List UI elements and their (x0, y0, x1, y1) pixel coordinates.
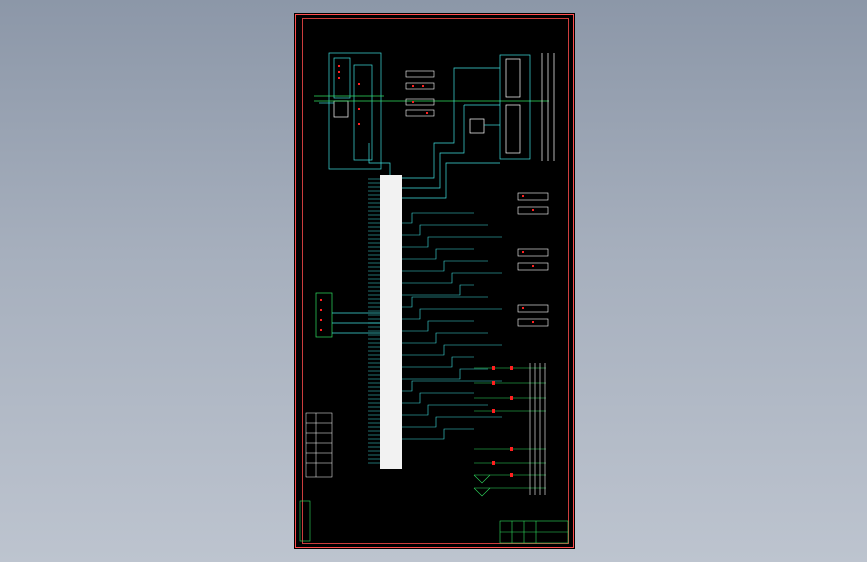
feeder-cable (402, 380, 502, 392)
feeder-cable (402, 368, 488, 380)
terminal-block-rows (368, 178, 380, 464)
schematic-drawing (295, 14, 574, 548)
legend-table (305, 412, 333, 478)
feeder-cable (402, 392, 474, 404)
feeder-cable (402, 236, 502, 248)
feeder-cable (402, 308, 502, 320)
feeder-cable (402, 260, 488, 272)
feeder-cable (402, 272, 502, 284)
top-left-relay-panel (314, 52, 384, 170)
motor-symbols (473, 474, 491, 497)
feeder-cable (402, 332, 488, 344)
output-module-group-1 (517, 192, 549, 215)
upper-cables (368, 67, 500, 199)
feeder-cable (402, 296, 488, 308)
output-module-group-2 (517, 248, 549, 271)
feeder-cable (402, 212, 474, 224)
feeder-cable (402, 428, 474, 440)
branch-feeders (402, 212, 502, 440)
top-right-relay-panel (464, 54, 531, 160)
feeder-cable (402, 248, 474, 260)
revision-strip (299, 500, 311, 542)
feeder-cable (402, 416, 502, 428)
drawing-sheet[interactable] (294, 13, 575, 549)
vertical-bus-lines (541, 53, 555, 161)
feeder-cable (402, 284, 474, 296)
output-module-group-3 (517, 304, 549, 327)
inner-frame (302, 18, 569, 544)
outer-frame (295, 14, 574, 548)
title-block (499, 520, 569, 544)
top-left-terminals (338, 65, 360, 125)
feeder-cable (402, 320, 474, 332)
left-io-module (315, 292, 380, 338)
feeder-cable (402, 344, 502, 356)
feeder-cable (402, 404, 488, 416)
feeder-cable (402, 356, 474, 368)
main-terminal-block (380, 175, 402, 469)
feeder-cable (402, 224, 488, 236)
top-center-devices (405, 70, 435, 117)
load-vertical-lines (529, 363, 546, 495)
load-breakers (492, 366, 513, 477)
